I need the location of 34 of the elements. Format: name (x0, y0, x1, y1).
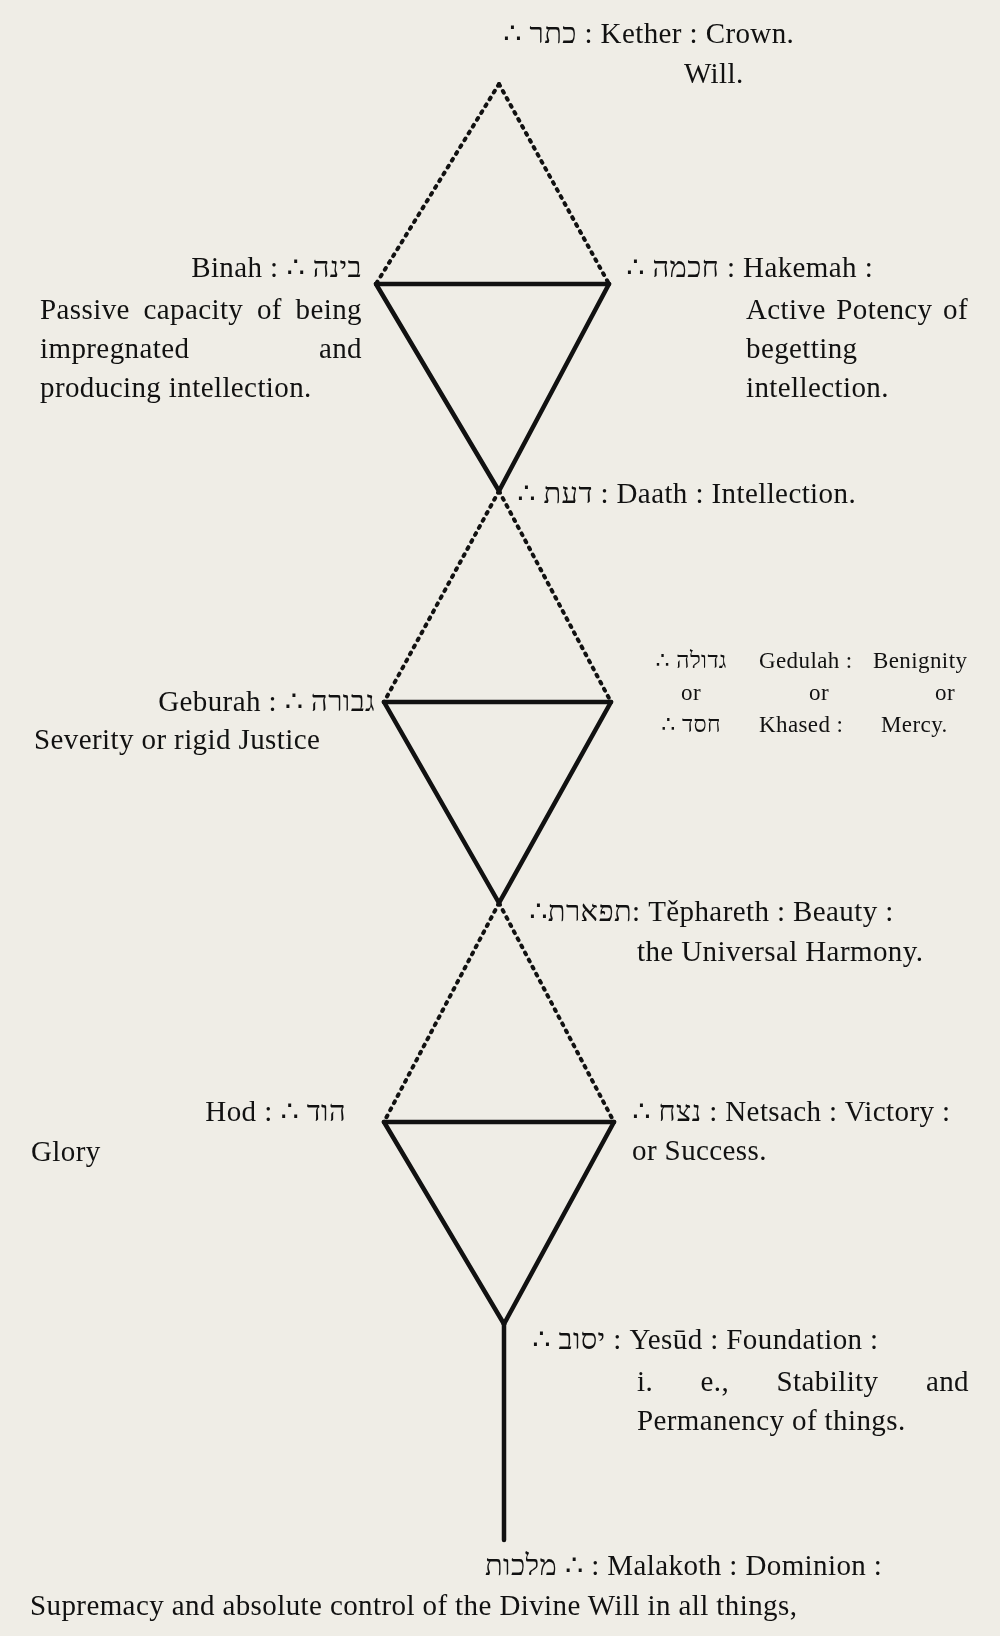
label-text: ∴ חסד (659, 711, 723, 739)
label-text: Mercy. (881, 711, 949, 739)
sephirah-label: Hod : ∴ הוד (204, 1094, 346, 1129)
description-text: i. e., Stability and Permanency of things. (637, 1364, 969, 1438)
line (381, 1119, 507, 1327)
description-text: the Universal Harmony. (637, 934, 925, 969)
line (501, 1119, 617, 1327)
label-text: or (808, 679, 830, 707)
sephirah-label: Geburah : ∴ גבורה (157, 684, 375, 719)
sephirah-label: ∴ גדולה (654, 647, 728, 675)
description-text: Supremacy and absolute control of the Divine Will in all things, (30, 1588, 799, 1623)
line (381, 699, 502, 906)
description-text: Will. (684, 56, 745, 91)
label-text: Benignity (873, 647, 969, 675)
label-text: or (934, 679, 956, 707)
sephirah-label: ∴ נצח : Netsach : Victory : or Success. (632, 1094, 952, 1168)
line (373, 281, 502, 494)
description-text: Glory (31, 1134, 102, 1169)
description-text: Passive capacity of being impregnated and producing intellection. (40, 292, 362, 405)
sephirah-label: Binah : ∴ בינה (190, 250, 362, 285)
line (496, 281, 612, 494)
description-text: Severity or rigid Justice (34, 722, 322, 757)
sephirah-label: ∴ חכמה : Hakemah : (626, 250, 875, 285)
label-text: Gedulah : (759, 647, 854, 675)
sephirah-label: ∴ יסוב : Yesūd : Foundation : (532, 1322, 880, 1357)
sephirah-label: מלכות ∴ : Malakoth : Dominion : (485, 1548, 884, 1583)
line (496, 699, 614, 906)
label-text: Khased : (759, 711, 845, 739)
line (501, 1321, 507, 1543)
sephirah-label: ∴ דעת : Daath : Intellection. (517, 476, 858, 511)
sephirah-label: ∴תפארת: Těphareth : Beauty : (529, 894, 895, 929)
description-text: Active Potency of begetting intellection. (746, 292, 968, 405)
label-text: or (680, 679, 702, 707)
sephirah-label: ∴ כתר : Kether : Crown. (503, 16, 796, 51)
